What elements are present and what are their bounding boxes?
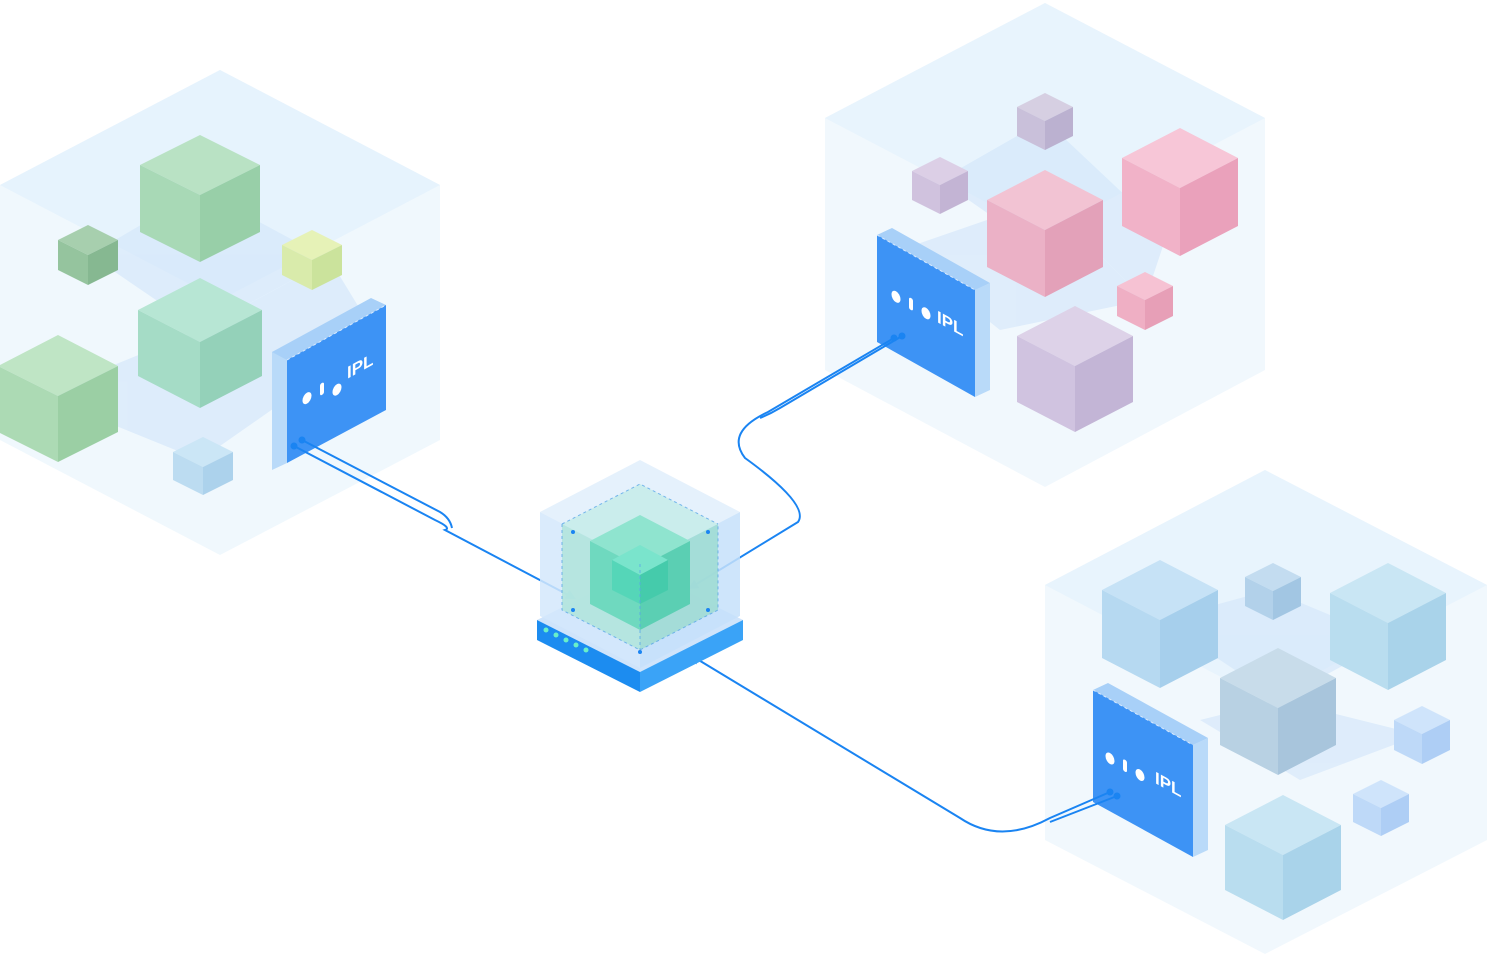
cube-large-blue-bottom	[1225, 795, 1341, 920]
cube-large-green-top	[140, 135, 260, 262]
cluster-top-left: IPL	[0, 70, 440, 555]
cluster-top-right: IPL	[825, 3, 1265, 487]
cube-large-blue-center	[1220, 648, 1336, 775]
panel-top	[877, 228, 990, 290]
connector-bottom-right-to-hub	[690, 654, 1121, 833]
cube-large-teal	[138, 278, 262, 408]
panel-side	[1193, 738, 1208, 857]
panel-edge	[876, 234, 976, 291]
cube-small-purple-left	[912, 157, 968, 214]
hub-base-left	[537, 620, 640, 692]
cube-large-blue-left	[1102, 560, 1218, 688]
ipl-panel-top-left[interactable]: IPL	[272, 298, 387, 470]
cube-large-green-left	[0, 335, 118, 462]
cube-small-lightblue	[173, 437, 233, 495]
panel-top	[272, 298, 386, 360]
cube-large-pink-right	[1122, 128, 1238, 256]
connector-top-right-to-hub	[688, 332, 906, 590]
hub-base-right	[640, 620, 743, 692]
cube-small-blue-top	[1245, 563, 1301, 620]
panel-edge	[1092, 689, 1194, 746]
hub-indicator-lights	[543, 627, 589, 653]
ipl-panel-bottom-right[interactable]: IPL	[1092, 683, 1208, 857]
panel-top	[1093, 683, 1208, 745]
panel-edge	[286, 304, 387, 361]
cube-small-yellow	[282, 230, 342, 290]
panel-side	[975, 283, 990, 397]
layered-cube-icon	[540, 460, 740, 668]
status-dots	[302, 382, 342, 405]
cube-large-pink-center	[987, 170, 1103, 297]
ipl-panel-top-right[interactable]: IPL	[876, 228, 990, 397]
cube-large-blue-right	[1330, 563, 1446, 690]
hub-node[interactable]	[537, 460, 743, 692]
cube-small-purple-top	[1017, 93, 1073, 150]
status-dots	[891, 290, 931, 320]
cube-large-purple-bottom	[1017, 306, 1133, 432]
panel-side	[272, 345, 287, 470]
cube-small-darkgreen	[58, 225, 118, 285]
cube-small-blue-bottom	[1353, 780, 1409, 836]
cube-small-blue-right	[1394, 706, 1450, 764]
status-dots	[1105, 752, 1145, 782]
connector-top-left-to-hub	[290, 436, 576, 599]
panel-front	[287, 305, 386, 463]
cluster-bottom-right: IPL	[1045, 470, 1487, 954]
cube-small-pink	[1117, 272, 1173, 330]
